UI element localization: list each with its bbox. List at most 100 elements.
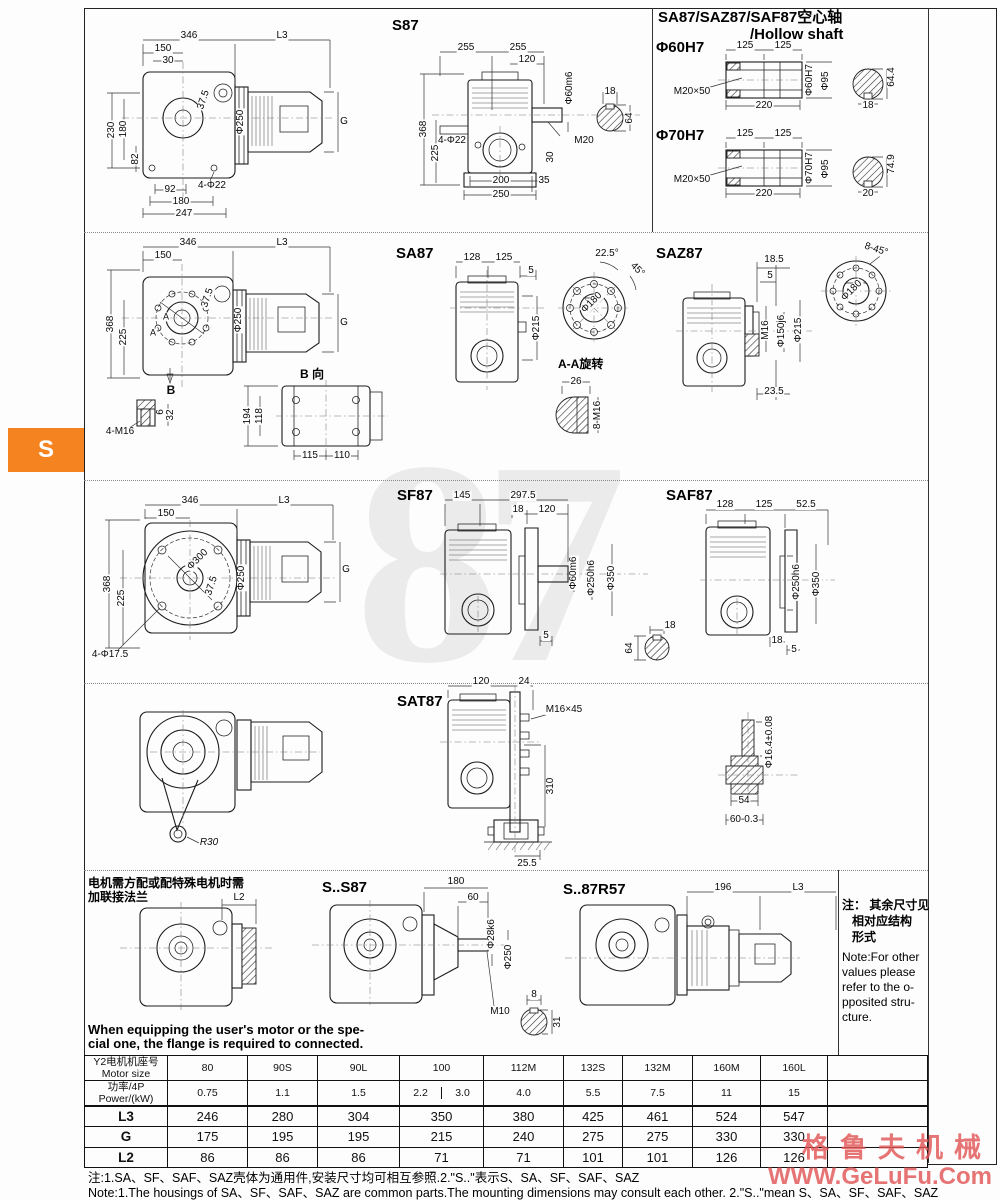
dim-label: M16 <box>760 319 771 341</box>
dim-label: 125 <box>754 499 774 510</box>
dim-label: Φ70H7 <box>804 151 815 185</box>
table-cell: 547 <box>760 1105 828 1127</box>
table-cell: 160L <box>760 1054 828 1082</box>
table-cell: 215 <box>399 1125 484 1148</box>
table-cell: 195 <box>317 1125 400 1148</box>
row5-note-divider <box>838 870 839 1055</box>
table-cell: 5.5 <box>563 1080 623 1107</box>
table-cell: 132M <box>622 1054 693 1082</box>
dim-label: 125 <box>773 40 793 51</box>
dim-label: Φ350 <box>606 564 617 592</box>
dim-label: 128 <box>715 499 735 510</box>
dim-label: 5 <box>766 270 774 281</box>
dim-label: 150 <box>153 250 173 261</box>
dim-label: 26 <box>569 376 583 387</box>
dim-label: 32 <box>165 408 176 422</box>
hollow-shaft-60-drawing <box>699 49 888 110</box>
s87r57-drawing <box>565 891 837 1006</box>
side-note-line: values please <box>842 965 916 979</box>
dim-label: 60 <box>466 892 480 903</box>
sf87-front-drawing <box>105 504 341 651</box>
row1-divider <box>652 8 653 232</box>
dim-label: 150 <box>153 43 173 54</box>
footnote-en: Note:1.The housings of SA、SF、SAF、SAZ are… <box>88 1186 939 1200</box>
s87-front-drawing <box>107 39 339 218</box>
label-60h7: Φ60H7 <box>656 39 705 56</box>
dim-label: G <box>339 317 349 328</box>
side-note-line: refer to the o- <box>842 980 915 994</box>
dim-label: 247 <box>174 208 194 219</box>
table-row-label: L2 <box>84 1146 168 1168</box>
dim-label: 8-M16 <box>592 399 603 431</box>
dim-label: 150 <box>156 508 176 519</box>
dim-label: 145 <box>452 490 472 501</box>
table-cell: 0.75 <box>167 1080 248 1107</box>
table-cell: 195 <box>247 1125 318 1148</box>
dim-label: 54 <box>737 795 751 806</box>
title-s87: S87 <box>392 17 419 34</box>
dim-label: M20 <box>573 135 595 146</box>
section-separator <box>84 232 928 233</box>
dim-label: Φ215 <box>531 314 542 342</box>
dim-label: 368 <box>102 574 113 594</box>
dim-label: 52.5 <box>795 499 817 510</box>
section-label-a: A <box>161 311 171 322</box>
table-cell-empty <box>827 1105 928 1127</box>
flange-note-en-1: When equipping the user's motor or the s… <box>88 1022 365 1037</box>
dim-label: R30 <box>198 837 220 848</box>
brand-url: WWW.GeLuFu.Com <box>768 1162 992 1190</box>
table-cell: 7.5 <box>622 1080 693 1107</box>
dim-label: M20×50 <box>672 174 712 185</box>
table-cell: 240 <box>483 1125 564 1148</box>
dim-label: 4-M16 <box>104 426 136 437</box>
dim-label: 297.5 <box>509 490 537 501</box>
table-cell-empty <box>827 1080 928 1107</box>
title-sa87: SA87 <box>396 245 434 262</box>
dim-label: 82 <box>130 152 141 166</box>
table-cell: 304 <box>317 1105 400 1127</box>
dim-label: 120 <box>471 676 491 687</box>
dim-label: 120 <box>517 54 537 65</box>
side-note-line: pposited stru- <box>842 995 915 1009</box>
dim-label: 346 <box>180 495 200 506</box>
dim-label: 30 <box>161 55 175 66</box>
dim-label: 18 <box>861 100 875 111</box>
dim-label: Φ95 <box>820 158 831 180</box>
dim-label: 8 <box>530 989 538 1000</box>
dim-label: 5 <box>527 265 535 276</box>
side-note-line: 注： 其余尺寸见 <box>842 898 930 912</box>
brand-name-cn: 格鲁夫机械 <box>802 1133 992 1163</box>
dim-label: 4-Φ22 <box>437 135 467 146</box>
section-label-a: A <box>148 327 158 338</box>
dim-label: 18 <box>663 620 677 631</box>
brand-watermark: 格鲁夫机械 WWW.GeLuFu.Com <box>692 1133 992 1190</box>
dim-label: 30 <box>545 150 556 164</box>
sat87-left-drawing <box>139 710 323 844</box>
side-note-line: cture. <box>842 1010 873 1024</box>
dim-label: 22.5° <box>594 248 620 259</box>
title-bview: B 向 <box>300 367 325 381</box>
table-cell: 524 <box>692 1105 761 1127</box>
dim-label: 310 <box>545 776 556 796</box>
s87-side-drawing <box>420 51 640 200</box>
dim-label: 230 <box>106 120 117 140</box>
dim-label: 31 <box>552 1015 563 1029</box>
dim-label: M16×45 <box>544 704 584 715</box>
sa87-bview-drawing <box>244 380 388 460</box>
sa87-front-drawing <box>107 246 339 388</box>
footnote-cn: 注:1.SA、SF、SAF、SAZ壳体为通用件,安装尺寸均可相互参照.2."S.… <box>88 1171 640 1185</box>
dim-label: Φ60H7 <box>804 63 815 97</box>
table-cell: 275 <box>622 1125 693 1148</box>
dim-label: 35 <box>537 175 551 186</box>
table-cell-empty <box>827 1054 928 1082</box>
title-hollow-en: /Hollow shaft <box>750 26 844 43</box>
table-cell: 90S <box>247 1054 318 1082</box>
section-tab-s: S <box>8 428 84 472</box>
table-cell: 112M <box>483 1054 564 1082</box>
dim-label: 18 <box>770 635 784 646</box>
dim-label: 23.5 <box>763 386 785 397</box>
dim-label: Φ95 <box>820 70 831 92</box>
table-cell: 246 <box>167 1105 248 1127</box>
table-cell: 86 <box>247 1146 318 1168</box>
